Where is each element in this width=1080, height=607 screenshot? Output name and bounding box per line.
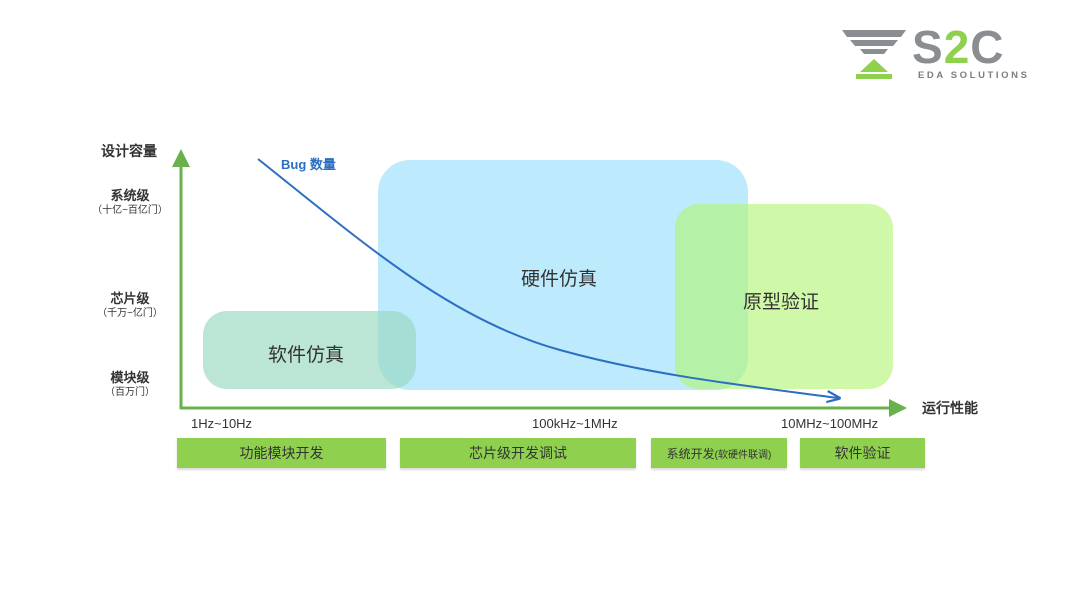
x-tick-mid: 100kHz~1MHz xyxy=(532,416,618,431)
phase-system-dev: 系统开发(软硬件联调) xyxy=(651,438,787,468)
y-axis-title: 设计容量 xyxy=(101,143,157,159)
prototype-verification-region xyxy=(675,204,893,389)
prototype-verification-label: 原型验证 xyxy=(743,292,820,313)
bug-count-curve xyxy=(257,158,838,398)
y-level-system-sub: （十亿~百亿门） xyxy=(92,205,168,216)
x-axis-title: 运行性能 xyxy=(922,400,978,416)
x-tick-low: 1Hz~10Hz xyxy=(191,416,253,431)
phase-chip-debug: 芯片级开发调试 xyxy=(400,438,636,468)
phase-module-dev: 功能模块开发 xyxy=(177,438,386,468)
y-level-system: 系统级 xyxy=(110,188,150,203)
hardware-emulation-label: 硬件仿真 xyxy=(521,269,598,290)
bug-count-label: Bug 数量 xyxy=(281,157,336,172)
logo-subtitle: EDA SOLUTIONS xyxy=(918,70,1030,81)
y-level-module-sub: （百万门） xyxy=(105,387,155,398)
phase-software-verify: 软件验证 xyxy=(800,438,925,468)
x-tick-high: 10MHz~100MHz xyxy=(781,416,879,431)
s2c-logo-icon xyxy=(842,30,906,79)
y-level-module: 模块级 xyxy=(110,370,150,385)
y-level-chip-sub: （千万~亿门） xyxy=(97,308,163,319)
y-level-chip: 芯片级 xyxy=(110,291,150,306)
software-simulation-region xyxy=(203,311,416,389)
logo-wordmark: S2C xyxy=(912,21,1005,73)
software-simulation-label: 软件仿真 xyxy=(268,345,345,366)
